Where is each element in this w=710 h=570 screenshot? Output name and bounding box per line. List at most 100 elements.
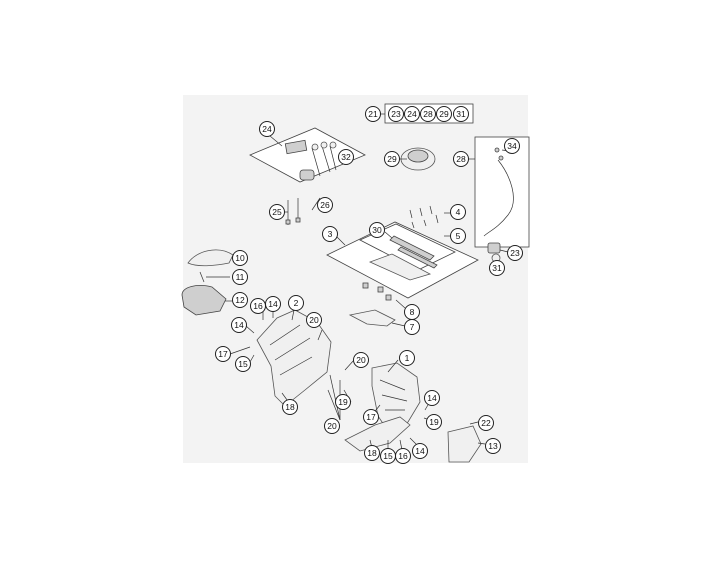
lower-bracket bbox=[344, 416, 411, 452]
svg-text:31: 31 bbox=[492, 263, 502, 273]
callout-24-kit: 24 bbox=[404, 106, 420, 122]
callout-21: 21 bbox=[365, 106, 381, 122]
callout-11: 11 bbox=[232, 269, 248, 285]
callout-19-mid: 19 bbox=[335, 394, 351, 410]
svg-text:20: 20 bbox=[309, 315, 319, 325]
svg-text:20: 20 bbox=[327, 421, 337, 431]
callout-29-kit: 29 bbox=[436, 106, 452, 122]
svg-text:2: 2 bbox=[294, 298, 299, 308]
callout-14-upper: 14 bbox=[265, 296, 281, 312]
callout-20-upper: 20 bbox=[306, 312, 322, 328]
callout-28: 28 bbox=[453, 151, 469, 167]
callout-24: 24 bbox=[259, 121, 275, 137]
pin-11 bbox=[199, 271, 230, 283]
svg-text:5: 5 bbox=[456, 231, 461, 241]
callout-4: 4 bbox=[450, 204, 466, 220]
callout-32: 32 bbox=[338, 149, 354, 165]
svg-text:20: 20 bbox=[356, 355, 366, 365]
svg-text:31: 31 bbox=[456, 109, 466, 119]
svg-text:19: 19 bbox=[338, 397, 348, 407]
frame-1 bbox=[371, 359, 421, 435]
svg-text:14: 14 bbox=[268, 299, 278, 309]
svg-text:4: 4 bbox=[456, 207, 461, 217]
svg-text:23: 23 bbox=[510, 248, 520, 258]
callout-22: 22 bbox=[478, 415, 494, 431]
svg-text:10: 10 bbox=[235, 253, 245, 263]
svg-text:34: 34 bbox=[507, 141, 517, 151]
callout-13: 13 bbox=[485, 438, 501, 454]
callout-18-lower: 18 bbox=[364, 445, 380, 461]
svg-text:22: 22 bbox=[481, 418, 491, 428]
svg-text:13: 13 bbox=[488, 441, 498, 451]
callout-18-left: 18 bbox=[282, 399, 298, 415]
callout-31: 31 bbox=[489, 260, 505, 276]
svg-text:18: 18 bbox=[367, 448, 377, 458]
callout-15-lower: 15 bbox=[380, 448, 396, 464]
callout-17-mid: 17 bbox=[363, 409, 379, 425]
svg-text:11: 11 bbox=[236, 272, 245, 282]
callout-16-lower: 16 bbox=[395, 448, 411, 464]
callout-1: 1 bbox=[399, 350, 415, 366]
callout-16-upper: 16 bbox=[250, 298, 266, 314]
latch-23-31 bbox=[487, 242, 509, 263]
lock-set-tray bbox=[249, 127, 366, 183]
svg-text:28: 28 bbox=[423, 109, 433, 119]
svg-text:25: 25 bbox=[272, 207, 282, 217]
callout-19-right: 19 bbox=[426, 414, 442, 430]
svg-text:16: 16 bbox=[253, 301, 263, 311]
callout-10: 10 bbox=[232, 250, 248, 266]
callout-29: 29 bbox=[384, 151, 400, 167]
cable-assembly-box bbox=[468, 136, 530, 248]
callout-15-left: 15 bbox=[235, 356, 251, 372]
svg-text:1: 1 bbox=[405, 353, 410, 363]
callout-20-lower: 20 bbox=[324, 418, 340, 434]
main-frame-2 bbox=[256, 309, 332, 407]
callout-23-kit: 23 bbox=[388, 106, 404, 122]
callout-31-kit: 31 bbox=[453, 106, 469, 122]
svg-text:21: 21 bbox=[368, 109, 378, 119]
callout-26: 26 bbox=[317, 197, 333, 213]
svg-text:15: 15 bbox=[383, 451, 393, 461]
callout-8: 8 bbox=[404, 304, 420, 320]
callout-17-left: 17 bbox=[215, 346, 231, 362]
svg-text:26: 26 bbox=[320, 200, 330, 210]
callout-23: 23 bbox=[507, 245, 523, 261]
svg-text:24: 24 bbox=[407, 109, 417, 119]
svg-text:14: 14 bbox=[234, 320, 244, 330]
svg-text:30: 30 bbox=[372, 225, 382, 235]
callout-2: 2 bbox=[288, 295, 304, 311]
callout-14-left: 14 bbox=[231, 317, 247, 333]
callout-34: 34 bbox=[504, 138, 520, 154]
svg-text:24: 24 bbox=[262, 124, 272, 134]
callout-7: 7 bbox=[404, 319, 420, 335]
svg-text:17: 17 bbox=[366, 412, 376, 422]
svg-text:8: 8 bbox=[410, 307, 415, 317]
guard-13 bbox=[447, 425, 486, 463]
callout-5: 5 bbox=[450, 228, 466, 244]
svg-text:17: 17 bbox=[218, 349, 228, 359]
svg-text:14: 14 bbox=[427, 393, 437, 403]
fuel-cap bbox=[400, 147, 436, 171]
svg-text:14: 14 bbox=[415, 446, 425, 456]
svg-text:16: 16 bbox=[398, 451, 408, 461]
svg-text:32: 32 bbox=[341, 152, 351, 162]
svg-text:18: 18 bbox=[285, 402, 295, 412]
seat-lock-tray bbox=[326, 221, 479, 299]
svg-text:15: 15 bbox=[238, 359, 248, 369]
callout-25: 25 bbox=[269, 204, 285, 220]
callout-14-lower: 14 bbox=[412, 443, 428, 459]
svg-text:28: 28 bbox=[456, 154, 466, 164]
svg-text:29: 29 bbox=[439, 109, 449, 119]
screws-25-26 bbox=[285, 198, 301, 225]
callout-14-right: 14 bbox=[424, 390, 440, 406]
callout-12: 12 bbox=[232, 292, 248, 308]
hardware-8 bbox=[362, 282, 406, 309]
bracket-7 bbox=[348, 309, 406, 327]
svg-text:7: 7 bbox=[410, 322, 415, 332]
svg-text:23: 23 bbox=[391, 109, 401, 119]
callout-3: 3 bbox=[322, 226, 338, 242]
svg-text:29: 29 bbox=[387, 154, 397, 164]
callout-28-kit: 28 bbox=[420, 106, 436, 122]
callout-20-mid: 20 bbox=[353, 352, 369, 368]
